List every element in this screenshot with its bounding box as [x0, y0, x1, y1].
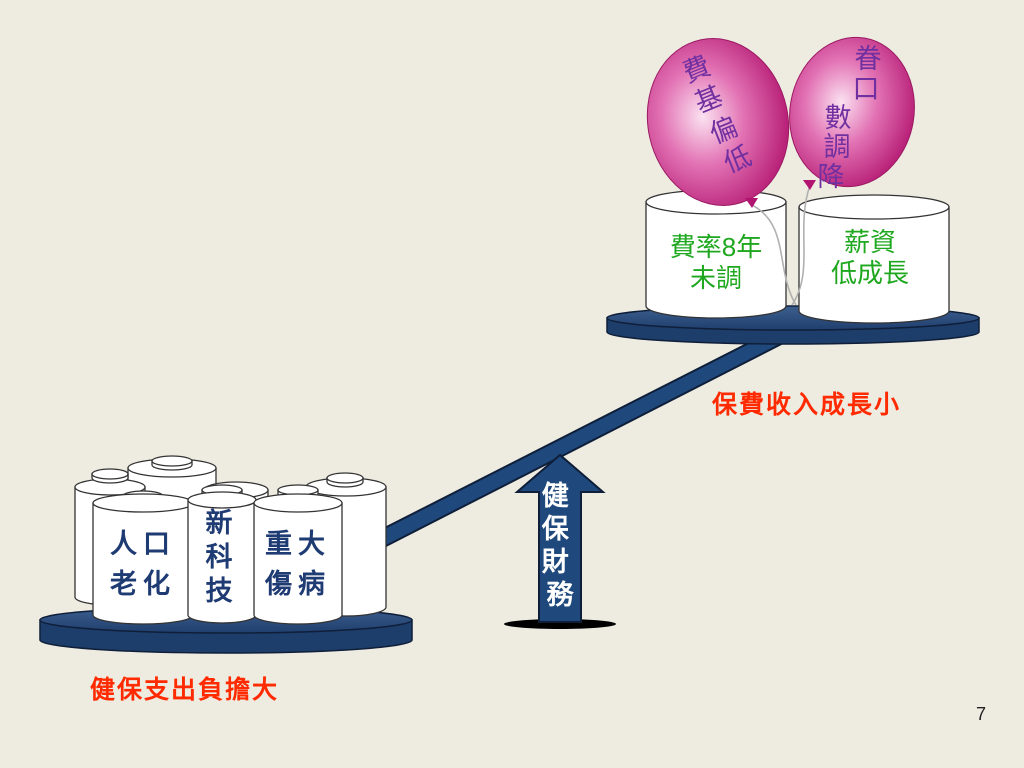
revenue-label: 費率8年 [670, 232, 762, 262]
balloon-char: 眷 [855, 44, 882, 75]
balloon-right [789, 36, 915, 190]
arrow-label: 健 保 財 務 [541, 481, 578, 611]
pivot-shadow [504, 619, 616, 629]
issue-label: 傷病 [264, 569, 331, 600]
cap [326, 472, 364, 488]
balloon-char: 調 [824, 132, 851, 163]
balloon-char: 數 [825, 103, 852, 134]
cap [91, 468, 129, 484]
page-number: 7 [975, 704, 986, 724]
issue-label: 重大 [265, 529, 331, 560]
revenue-label: 未調 [690, 263, 742, 293]
seesaw-beam [371, 320, 797, 552]
balloon-char: 降 [818, 162, 845, 193]
issue-label: 老化 [110, 569, 176, 600]
issue-label: 科 [206, 542, 239, 573]
issue-label: 技 [206, 576, 239, 607]
balloon-char: 口 [853, 74, 880, 105]
issue-label: 人口 [110, 529, 176, 560]
balloon-left [646, 38, 790, 208]
left-caption: 健保支出負擔大 [90, 675, 279, 704]
balloon-string-2 [791, 184, 811, 306]
revenue-label: 薪資 [844, 227, 896, 257]
balloon-string-1 [751, 204, 797, 306]
up-arrow [514, 453, 606, 623]
issue-cylinder: 新科技 [187, 491, 257, 624]
cap [151, 455, 193, 471]
issue-label: 新 [206, 507, 239, 539]
revenue-label: 低成長 [831, 258, 909, 288]
right-caption: 保費收入成長小 [711, 390, 901, 419]
